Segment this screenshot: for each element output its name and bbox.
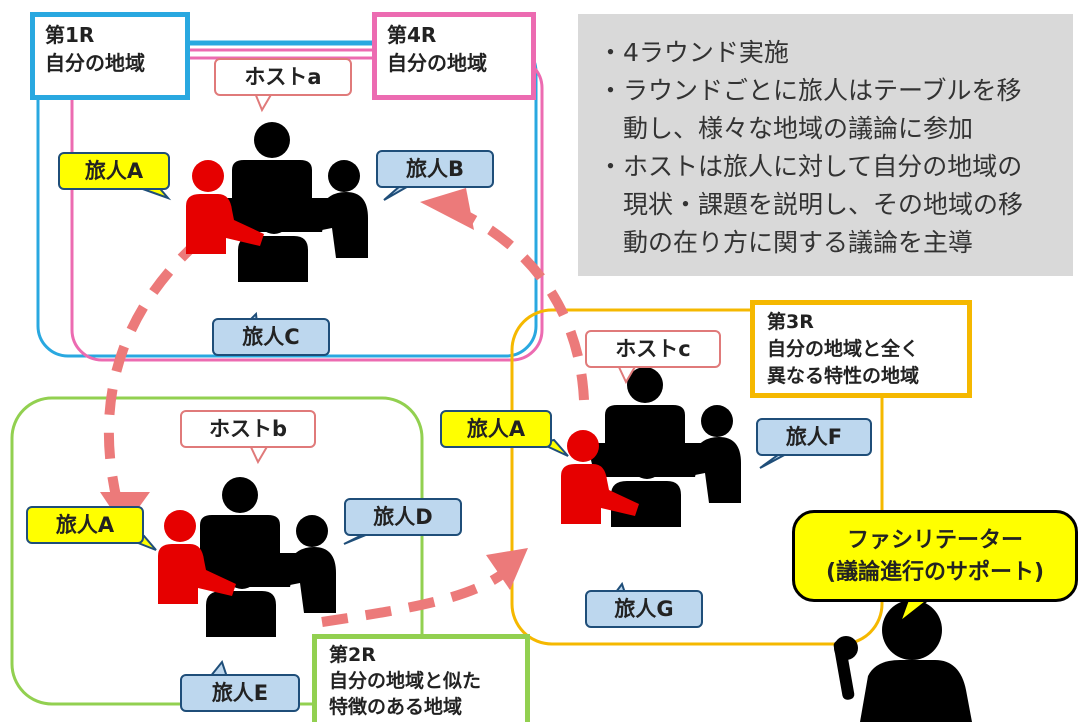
round3-frame (510, 308, 884, 646)
arrow-r2-to-r3 (321, 568, 509, 627)
traveler-a-label-r1: 旅人A (84, 159, 144, 183)
round2-title: 第2R (329, 644, 376, 666)
arrow-r3-to-r4 (452, 205, 589, 401)
traveler-f-bubble: 旅人F (756, 418, 872, 456)
round3-desc-1: 自分の地域と全く (767, 338, 920, 360)
traveler-a-label-r2: 旅人A (55, 513, 115, 537)
round2-desc-1: 自分の地域と似た (329, 670, 482, 692)
traveler-c-bubble: 旅人C (212, 318, 330, 356)
facilitator-figure (833, 600, 972, 722)
traveler-e-bubble: 旅人E (180, 674, 300, 712)
round4-label: 第4R 自分の地域 (372, 12, 536, 100)
traveler-g-label: 旅人G (614, 597, 674, 621)
info-line-2: ・ラウンドごとに旅人はテーブルを移 動し、様々な地域の議論に参加 (598, 76, 1022, 143)
round4-desc: 自分の地域 (387, 51, 487, 75)
host-c-bubble: ホストc (585, 330, 721, 368)
traveler-a-bubble-r1: 旅人A (58, 152, 170, 190)
round3-title: 第3R (767, 311, 814, 333)
traveler-d-label: 旅人D (373, 505, 433, 529)
traveler-e-label: 旅人E (211, 681, 269, 705)
table-group-a (214, 122, 368, 282)
round1-label: 第1R 自分の地域 (30, 12, 190, 100)
round1-title: 第1R (45, 23, 95, 47)
traveler-a-bubble-r3: 旅人A (440, 410, 552, 448)
facilitator-bubble: ファシリテーター (議論進行のサポート) (792, 510, 1078, 602)
host-b-label: ホストb (208, 417, 288, 441)
traveler-b-bubble: 旅人B (376, 150, 494, 188)
host-b-bubble: ホストb (180, 410, 316, 448)
arrow-r2-to-r3-head (486, 548, 528, 590)
round3-label: 第3R 自分の地域と全く 異なる特性の地域 (750, 300, 972, 398)
traveler-f-label: 旅人F (785, 425, 843, 449)
round3-desc-2: 異なる特性の地域 (767, 365, 920, 387)
round2-label: 第2R 自分の地域と似た 特徴のある地域 (312, 634, 530, 722)
arrow-r1-to-r2 (103, 236, 204, 507)
facilitator-line-2: (議論進行のサポート) (825, 560, 1045, 585)
traveler-a-label-r3: 旅人A (466, 417, 526, 441)
traveler-b-label: 旅人B (405, 157, 464, 181)
traveler-g-bubble: 旅人G (585, 590, 703, 628)
round1-desc: 自分の地域 (45, 51, 145, 75)
traveler-d-bubble: 旅人D (344, 498, 462, 536)
info-panel: ・4ラウンド実施 ・ラウンドごとに旅人はテーブルを移 動し、様々な地域の議論に参… (578, 14, 1073, 276)
host-a-label: ホストa (244, 65, 322, 89)
traveler-c-label: 旅人C (242, 325, 300, 349)
facilitator-line-1: ファシリテーター (846, 528, 1023, 553)
host-a-bubble: ホストa (214, 58, 352, 96)
info-line-1: ・4ラウンド実施 (598, 38, 789, 67)
round1-frame (36, 40, 538, 358)
table-group-b (182, 477, 336, 637)
arrow-r3-to-r4-head (420, 188, 474, 230)
traveler-a-bubble-r2: 旅人A (26, 506, 144, 544)
round2-desc-2: 特徴のある地域 (329, 696, 463, 718)
round4-title: 第4R (387, 23, 437, 47)
host-c-label: ホストc (615, 337, 691, 361)
info-line-3: ・ホストは旅人に対して自分の地域の 現状・課題を説明し、その地域の移 動の在り方… (598, 152, 1024, 257)
